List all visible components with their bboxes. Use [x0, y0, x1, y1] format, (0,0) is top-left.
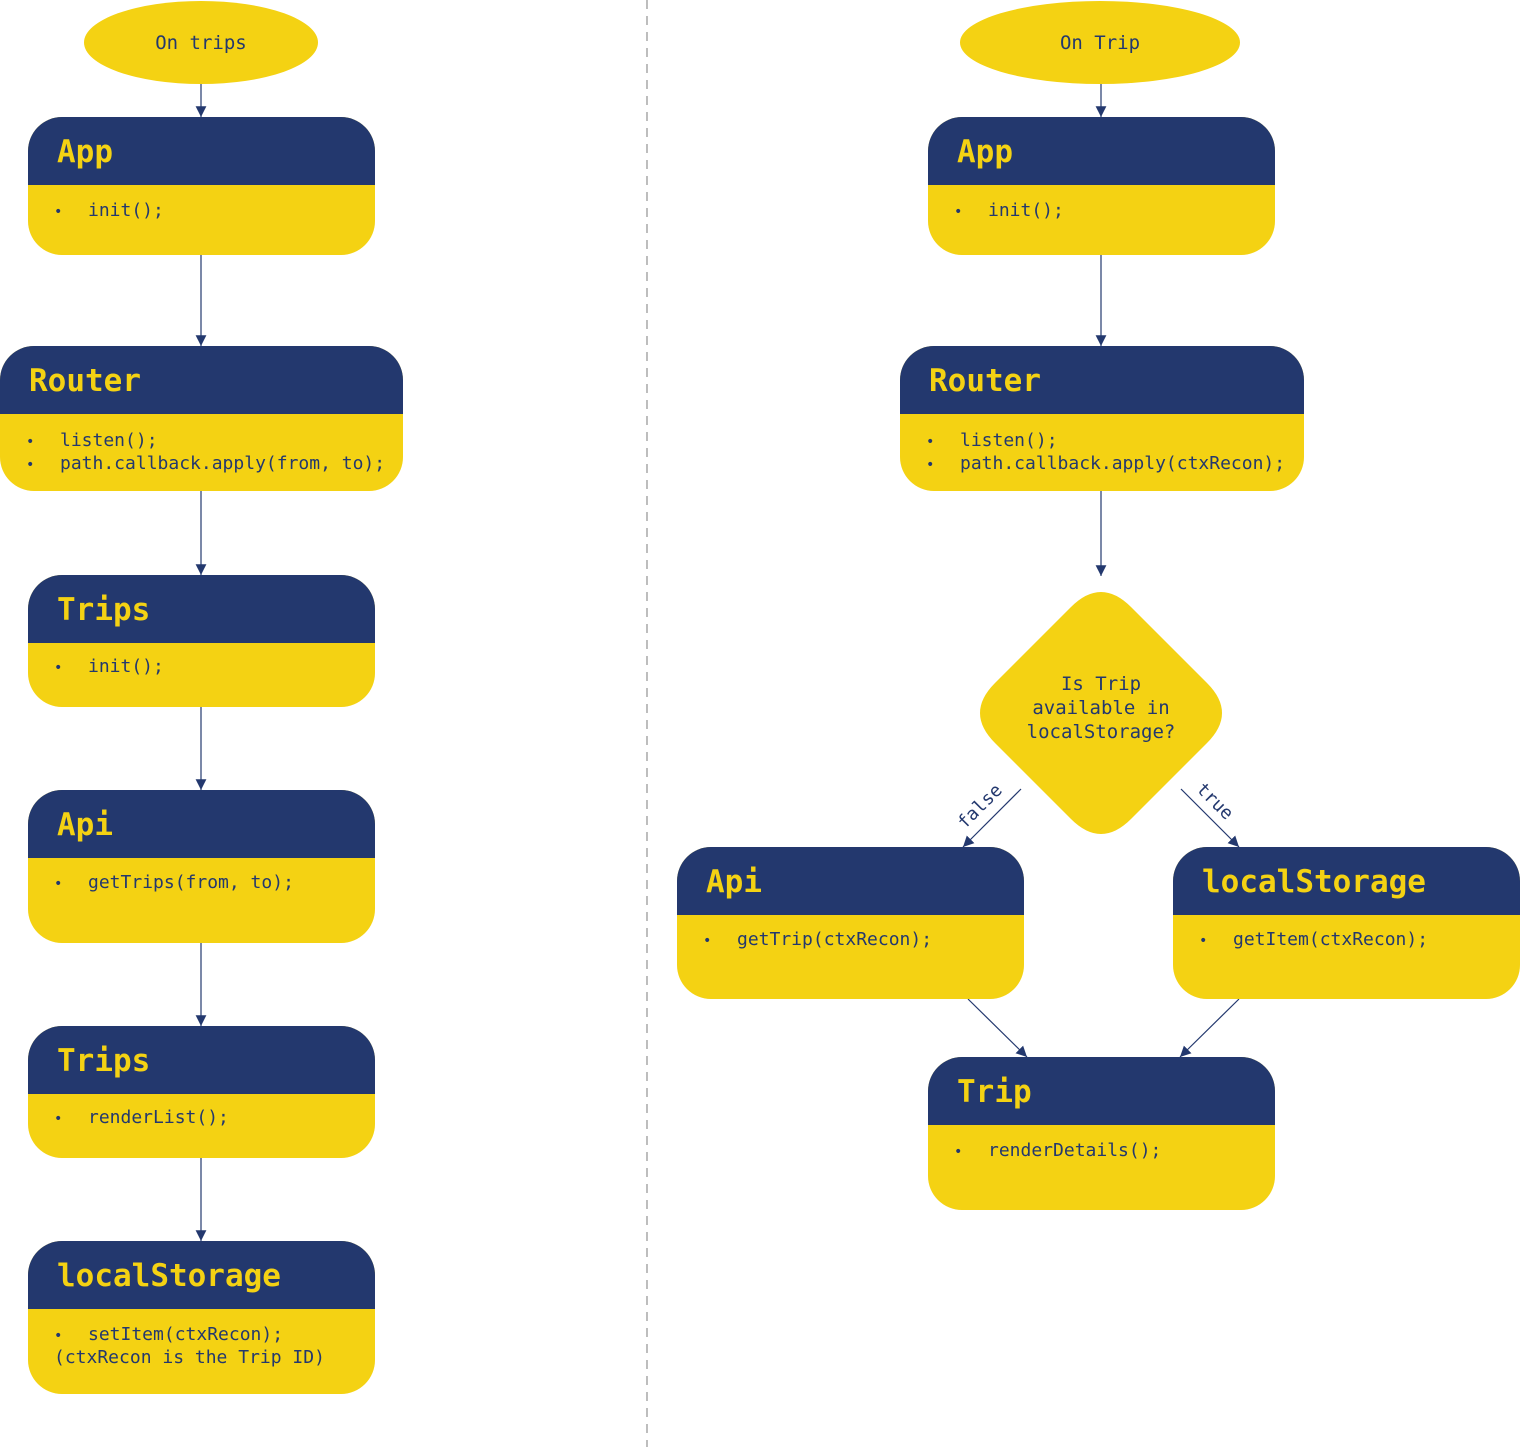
edge-api-trip	[967, 998, 1028, 1058]
start-ellipse-left: On trips	[84, 1, 318, 84]
node-title: Api	[28, 790, 375, 858]
start-ellipse-right: On Trip	[960, 1, 1240, 84]
method-text: init();	[88, 656, 164, 677]
method-item: • path.callback.apply(ctxRecon);	[926, 453, 1304, 476]
method-item: • init();	[954, 200, 1275, 223]
method-item: • init();	[54, 200, 375, 223]
bullet-icon: •	[26, 434, 35, 450]
bullet-icon: •	[54, 1328, 63, 1344]
node-trips-render-left: Trips • renderList();	[28, 1026, 375, 1158]
method-text: init();	[88, 200, 164, 221]
method-item: • getTrips(from, to);	[54, 872, 375, 895]
bullet-icon: •	[926, 434, 935, 450]
node-title: Trips	[28, 1026, 375, 1094]
method-text: renderList();	[88, 1107, 229, 1128]
method-text: path.callback.apply(ctxRecon);	[960, 453, 1286, 474]
method-text: renderDetails();	[988, 1140, 1162, 1161]
node-api-left: Api • getTrips(from, to);	[28, 790, 375, 943]
node-router-left: Router • listen(); • path.callback.apply(f…	[0, 346, 403, 491]
bullet-icon: •	[954, 1144, 963, 1160]
node-trip-right: Trip • renderDetails();	[928, 1057, 1275, 1210]
method-item: • setItem(ctxRecon);	[54, 1324, 375, 1347]
node-title: localStorage	[28, 1241, 375, 1309]
start-label-left: On trips	[155, 31, 247, 54]
bullet-icon: •	[926, 457, 935, 473]
method-item: • path.callback.apply(from, to);	[26, 453, 403, 476]
method-item: • listen();	[926, 430, 1304, 453]
method-text: getItem(ctxRecon);	[1233, 929, 1429, 950]
method-text: path.callback.apply(from, to);	[60, 453, 386, 474]
bullet-icon: •	[954, 204, 963, 220]
node-title: Router	[900, 346, 1304, 414]
decision-label: Is Trip available in localStorage?	[1026, 673, 1176, 743]
node-router-right: Router • listen(); • path.callback.apply(c…	[900, 346, 1304, 491]
method-text: listen();	[960, 430, 1058, 451]
method-text: listen();	[60, 430, 158, 451]
bullet-icon: •	[54, 204, 63, 220]
method-item: • init();	[54, 656, 375, 679]
method-note: (ctxRecon is the Trip ID)	[54, 1347, 325, 1368]
bullet-icon: •	[703, 933, 712, 949]
node-title: Trips	[28, 575, 375, 643]
node-title: Api	[677, 847, 1024, 915]
bullet-icon: •	[1199, 933, 1208, 949]
method-item: • renderList();	[54, 1107, 375, 1130]
node-title: Trip	[928, 1057, 1275, 1125]
edge-localstorage-trip	[1179, 998, 1240, 1058]
decision-diamond	[980, 592, 1222, 834]
node-localstorage-right: localStorage • getItem(ctxRecon);	[1173, 847, 1520, 999]
node-trips-left: Trips • init();	[28, 575, 375, 707]
node-title: App	[28, 117, 375, 185]
node-api-right: Api • getTrip(ctxRecon);	[677, 847, 1024, 999]
edge-decision-localstorage	[1180, 788, 1240, 848]
node-title: App	[928, 117, 1275, 185]
bullet-icon: •	[54, 1111, 63, 1127]
bullet-icon: •	[54, 660, 63, 676]
method-text: getTrips(from, to);	[88, 872, 294, 893]
method-item: • renderDetails();	[954, 1140, 1275, 1163]
node-app-right: App • init();	[928, 117, 1275, 255]
node-title: localStorage	[1173, 847, 1520, 915]
method-item: • getTrip(ctxRecon);	[703, 929, 1024, 952]
bullet-icon: •	[54, 876, 63, 892]
method-item: • getItem(ctxRecon);	[1199, 929, 1520, 952]
method-item: • listen();	[26, 430, 403, 453]
method-text: getTrip(ctxRecon);	[737, 929, 933, 950]
start-label-right: On Trip	[1059, 31, 1141, 54]
node-localstorage-left: localStorage • setItem(ctxRecon); (ctxRec…	[28, 1241, 375, 1394]
bullet-icon: •	[26, 457, 35, 473]
node-app-left: App • init();	[28, 117, 375, 255]
method-text: init();	[988, 200, 1064, 221]
edge-decision-api	[962, 788, 1022, 848]
node-title: Router	[0, 346, 403, 414]
method-text: setItem(ctxRecon);	[88, 1324, 284, 1345]
